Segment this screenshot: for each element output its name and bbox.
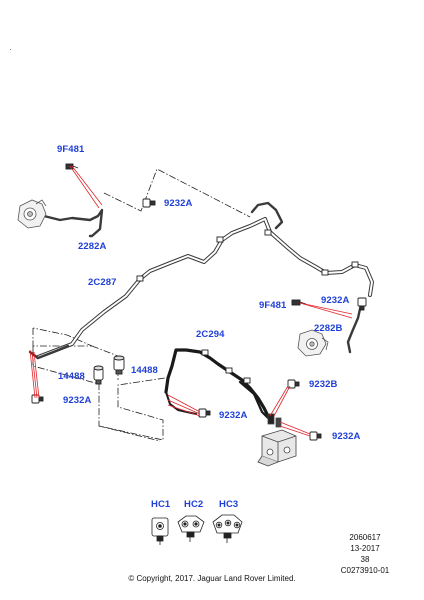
label-2282a: 2282A	[78, 241, 107, 252]
clip	[136, 275, 144, 282]
copyright-notice: © Copyright, 2017. Jaguar Land Rover Lim…	[128, 574, 296, 583]
leader-9f481-top-2	[71, 165, 103, 206]
clip	[321, 269, 329, 276]
label-9232b: 9232B	[309, 379, 338, 390]
boundary-left-lower	[32, 346, 166, 441]
pipe-2c287-inner	[37, 218, 373, 358]
clamp-hc1	[151, 517, 169, 545]
pipe-2c294	[164, 348, 270, 418]
label-hc3: HC3	[219, 499, 239, 510]
boundary-top	[103, 168, 251, 218]
sensor-9f481-top	[65, 163, 79, 170]
caliper-front-left	[17, 199, 47, 229]
clip	[201, 349, 209, 356]
label-9232a-bottom: 9232A	[332, 431, 361, 442]
leader-9f481-top	[69, 165, 100, 209]
label-14488-left: 14488	[58, 371, 85, 382]
label-2282b: 2282B	[314, 323, 343, 334]
reference-block: 2060617 13-2017 38 C0273910-01	[338, 532, 392, 576]
label-2c294: 2C294	[196, 329, 225, 340]
leader-9232a-right-b	[299, 302, 353, 315]
reference-line-2: 13-2017	[350, 544, 380, 553]
label-14488-right: 14488	[131, 365, 158, 376]
brake-pipes	[28, 201, 374, 422]
clamp-hc3	[212, 514, 243, 543]
bolt-9232a-mid	[198, 408, 211, 418]
clip	[264, 229, 272, 236]
leader-left-b	[31, 351, 38, 399]
label-9f481-top: 9F481	[57, 144, 85, 155]
label-hc1: HC1	[151, 499, 171, 510]
caliper-rear-right	[297, 329, 329, 357]
reference-line-4: C0273910-01	[340, 566, 390, 575]
pipe-right-upper	[250, 201, 284, 230]
leader-bottom-a	[279, 425, 311, 437]
bolt-9232a-bottom	[309, 431, 322, 441]
leader-mid-b	[167, 399, 201, 415]
clip	[225, 367, 233, 374]
label-2c287: 2C287	[88, 277, 117, 288]
pipe-2c294-lower	[238, 380, 272, 422]
clip	[243, 377, 251, 384]
bolt-9232a-right	[357, 297, 367, 311]
clip	[216, 236, 224, 243]
abs-hydraulic-unit	[257, 413, 297, 467]
pipe-top-left	[42, 208, 104, 238]
reference-line-1: 2060617	[349, 533, 381, 542]
pipe-2c294-branch	[165, 379, 197, 415]
label-hc2: HC2	[184, 499, 204, 510]
label-9232a-right: 9232A	[321, 295, 350, 306]
leader-9232a-right-a	[299, 302, 353, 319]
clamp-hc2	[177, 515, 205, 542]
label-9232a-left: 9232A	[63, 395, 92, 406]
leader-left-c	[33, 351, 40, 399]
stray-mark	[10, 49, 11, 50]
leader-lines	[29, 165, 353, 437]
bracket-14488-left	[93, 365, 104, 385]
leader-9232b-a	[269, 385, 289, 417]
label-9f481-right: 9F481	[259, 300, 287, 311]
reference-line-3: 38	[360, 555, 370, 564]
pipe-right-lower	[346, 298, 364, 354]
leader-9232b-b	[273, 385, 291, 417]
bolt-9232a-left	[31, 394, 44, 404]
bolt-9232a-top	[142, 198, 156, 208]
leader-bottom-b	[279, 421, 311, 435]
pipe-clips	[136, 229, 359, 384]
label-9232a-mid: 9232A	[219, 410, 248, 421]
leader-mid-c	[167, 404, 201, 417]
leader-mid-a	[167, 394, 201, 413]
clip	[351, 261, 359, 268]
label-9232a-top: 9232A	[164, 198, 193, 209]
boundary-bottom	[98, 425, 161, 442]
bracket-14488-right	[113, 355, 125, 375]
leader-left-a	[29, 349, 36, 399]
